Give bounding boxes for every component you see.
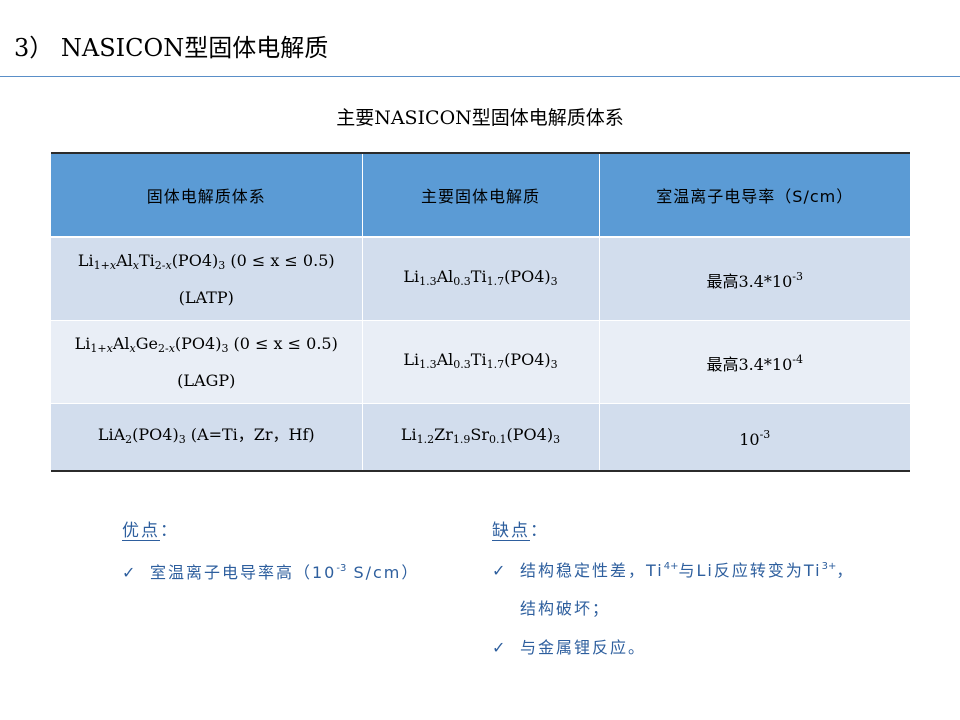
disadvantage-item: ✓ 结构稳定性差，Ti4+与Li反应转变为Ti3+， <box>492 557 854 581</box>
header-electrolyte: 主要固体电解质 <box>362 153 600 238</box>
item-text: ， <box>836 561 855 580</box>
formula: Li1+xAlxGe2-x(PO4)3 (0 ≤ x ≤ 0.5) <box>74 333 338 355</box>
slide-title: 3） NASICON型固体电解质 <box>14 34 329 62</box>
table-header-row: 固体电解质体系 主要固体电解质 室温离子电导率（S/cm） <box>51 153 910 238</box>
superscript: 3+ <box>821 561 837 572</box>
advantages-heading-text: 优点 <box>122 521 160 541</box>
item-text: 室温离子电导率高（10 <box>150 563 337 582</box>
formula: Li1+xAlxTi2-x(PO4)3 (0 ≤ x ≤ 0.5) <box>77 250 335 272</box>
table-row: LiA2(PO4)3 (A=Ti，Zr，Hf) Li1.2Zr1.9Sr0.1(… <box>51 403 910 472</box>
advantages-heading: 优点： <box>122 516 179 541</box>
nasicon-table: 固体电解质体系 主要固体电解质 室温离子电导率（S/cm） Li1+xAlxTi… <box>51 152 910 472</box>
abbreviation: (LAGP) <box>177 370 236 390</box>
table-row: Li1+xAlxGe2-x(PO4)3 (0 ≤ x ≤ 0.5) (LAGP)… <box>51 320 910 404</box>
table-caption: 主要NASICON型固体电解质体系 <box>336 107 624 129</box>
disadvantages-heading-text: 缺点 <box>492 521 530 541</box>
cell-conductivity: 最高3.4*10-3 <box>599 237 910 321</box>
formula: Li1.2Zr1.9Sr0.1(PO4)3 <box>400 424 561 446</box>
cell-electrolyte: Li1.2Zr1.9Sr0.1(PO4)3 <box>362 403 600 472</box>
cell-system: Li1+xAlxTi2-x(PO4)3 (0 ≤ x ≤ 0.5) (LATP) <box>51 237 363 321</box>
item-text: 结构稳定性差，Ti <box>520 561 664 580</box>
heading-colon: ： <box>530 521 549 541</box>
table-row: Li1+xAlxTi2-x(PO4)3 (0 ≤ x ≤ 0.5) (LATP)… <box>51 237 910 321</box>
cell-electrolyte: Li1.3Al0.3Ti1.7(PO4)3 <box>362 320 600 404</box>
item-text: S/cm） <box>346 563 420 582</box>
item-text: 与Li反应转变为Ti <box>678 561 822 580</box>
check-icon: ✓ <box>492 638 506 657</box>
heading-colon: ： <box>160 521 179 541</box>
abbreviation: (LATP) <box>178 287 234 307</box>
superscript: -3 <box>336 563 347 574</box>
advantage-item: ✓ 室温离子电导率高（10-3 S/cm） <box>122 559 419 583</box>
superscript: 4+ <box>663 561 679 572</box>
formula: Li1.3Al0.3Ti1.7(PO4)3 <box>403 266 558 288</box>
formula: 最高3.4*10-3 <box>706 269 804 291</box>
formula: 10-3 <box>739 427 771 449</box>
header-conductivity: 室温离子电导率（S/cm） <box>599 153 910 238</box>
formula: Li1.3Al0.3Ti1.7(PO4)3 <box>403 349 558 371</box>
header-system: 固体电解质体系 <box>51 153 363 238</box>
check-icon: ✓ <box>122 563 136 582</box>
check-icon: ✓ <box>492 561 506 580</box>
title-divider <box>0 76 960 77</box>
cell-conductivity: 10-3 <box>599 403 910 472</box>
cell-system: LiA2(PO4)3 (A=Ti，Zr，Hf) <box>51 403 363 472</box>
cell-conductivity: 最高3.4*10-4 <box>599 320 910 404</box>
disadvantage-item: ✓ 与金属锂反应。 <box>492 634 646 658</box>
item-text: 与金属锂反应。 <box>520 638 647 657</box>
formula: 最高3.4*10-4 <box>706 352 804 374</box>
cell-system: Li1+xAlxGe2-x(PO4)3 (0 ≤ x ≤ 0.5) (LAGP) <box>51 320 363 404</box>
formula: LiA2(PO4)3 (A=Ti，Zr，Hf) <box>97 424 315 446</box>
cell-electrolyte: Li1.3Al0.3Ti1.7(PO4)3 <box>362 237 600 321</box>
disadvantage-item-continuation: 结构破坏； <box>520 599 611 618</box>
disadvantages-heading: 缺点： <box>492 516 549 541</box>
